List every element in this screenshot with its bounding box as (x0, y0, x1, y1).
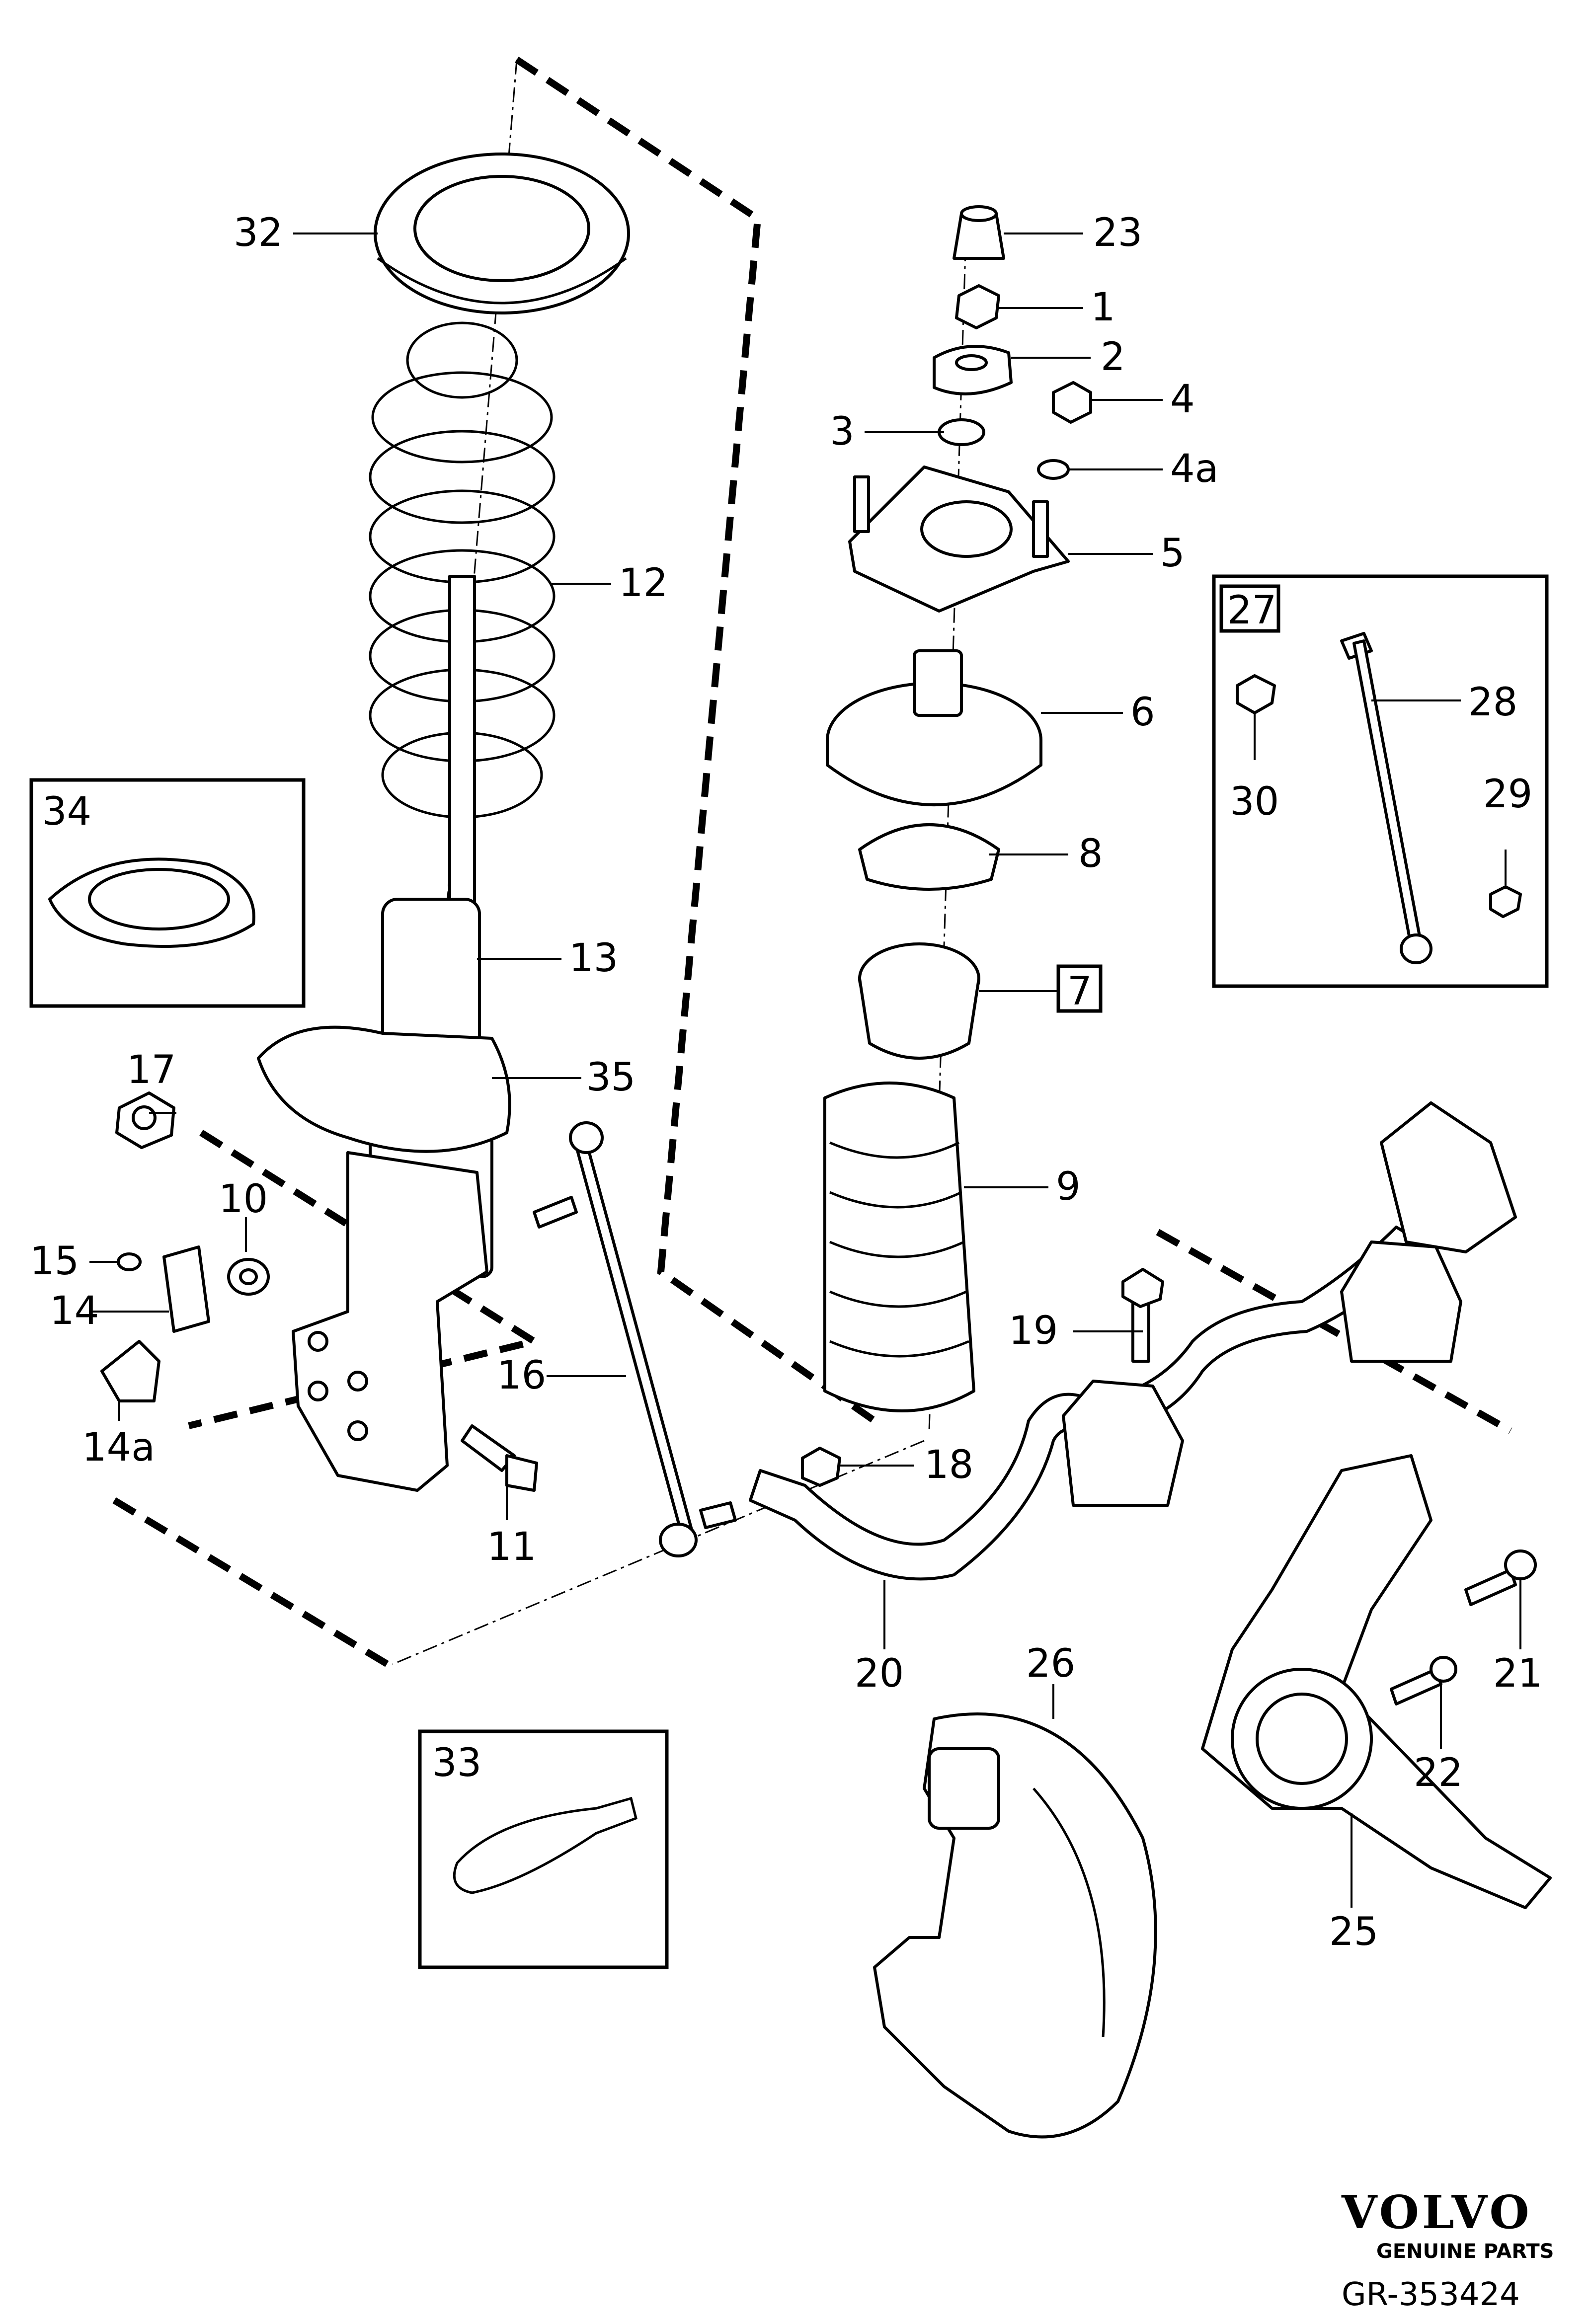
callout-14: 14 (50, 1289, 99, 1333)
bolt-19 (1121, 1268, 1164, 1363)
callout-35: 35 (586, 1055, 636, 1100)
callout-5: 5 (1160, 531, 1185, 576)
nut-17 (115, 1091, 175, 1149)
callout-23: 23 (1093, 211, 1142, 255)
callout-19: 19 (1009, 1309, 1058, 1353)
callout-16: 16 (497, 1353, 546, 1398)
brand-name: VOLVO (1341, 2185, 1532, 2239)
callout-12: 12 (619, 561, 668, 606)
callout-26: 26 (1026, 1641, 1075, 1686)
callout-10: 10 (219, 1177, 268, 1222)
callout-13: 13 (569, 936, 618, 981)
callout-6: 6 (1130, 690, 1155, 735)
bushing-10 (227, 1258, 270, 1296)
nut-1 (955, 284, 1000, 329)
leader-lines (89, 232, 1521, 1908)
callout-33: 33 (432, 1741, 481, 1785)
callout-27-box (1219, 584, 1280, 633)
callout-21: 21 (1493, 1651, 1542, 1696)
steering-knuckle (1201, 1454, 1552, 1909)
dust-boot-9 (823, 1082, 975, 1412)
callout-4: 4 (1170, 377, 1195, 422)
callout-4a: 4a (1170, 447, 1218, 491)
inset-27 (1212, 574, 1549, 988)
callout-1: 1 (1091, 285, 1115, 330)
upper-spring-seat (374, 153, 630, 314)
callout-32: 32 (234, 211, 283, 255)
bolt-22 (1390, 1656, 1457, 1705)
bolt-21 (1464, 1549, 1537, 1606)
bar-bracket-right (1340, 1240, 1462, 1363)
callout-22: 22 (1414, 1751, 1463, 1795)
nut-4 (1052, 381, 1092, 424)
callout-labels: 32 23 1 2 3 4 4a 5 6 8 7 9 12 13 35 17 1… (30, 211, 1542, 1954)
inset-33 (418, 1729, 669, 1969)
callout-30: 30 (1230, 779, 1279, 824)
seat-8 (858, 823, 1000, 891)
callout-15: 15 (30, 1239, 79, 1284)
strut-mount-5 (848, 465, 1070, 613)
callout-3: 3 (830, 409, 855, 454)
callout-18: 18 (924, 1443, 973, 1487)
callout-25: 25 (1329, 1910, 1378, 1954)
callout-7-box (1056, 964, 1103, 1013)
callout-17: 17 (127, 1048, 176, 1092)
callout-28: 28 (1468, 680, 1517, 725)
callout-9: 9 (1056, 1164, 1081, 1209)
bolt-11 (461, 1424, 538, 1492)
callout-27: 27 (1227, 588, 1276, 633)
bearing-6 (826, 649, 1042, 806)
strut-knuckle-mount (292, 1151, 488, 1492)
diagram-reference: GR-353424 (1342, 2276, 1520, 2313)
bump-stop-7 (858, 942, 980, 1060)
callout-8: 8 (1078, 832, 1103, 876)
brand-subtitle: GENUINE PARTS (1376, 2240, 1554, 2263)
brake-splash-shield (873, 1712, 1157, 2139)
callout-29: 29 (1483, 772, 1532, 817)
clip-14a (100, 1340, 160, 1402)
brand-block: VOLVO GENUINE PARTS GR-353424 (1341, 2185, 1554, 2313)
washer-4a (1037, 459, 1070, 480)
cap-23 (953, 205, 1005, 260)
callout-14a: 14a (82, 1425, 155, 1470)
callout-34: 34 (42, 789, 91, 834)
washer-2 (933, 345, 1013, 395)
stabilizer-link (533, 1121, 737, 1557)
bracket-14 (162, 1245, 210, 1333)
screw-15 (117, 1252, 142, 1271)
lower-spring-seat (257, 1025, 511, 1153)
bar-bracket-left (1062, 1380, 1184, 1507)
plate-3 (938, 418, 985, 446)
callout-20: 20 (855, 1651, 904, 1696)
callout-2: 2 (1101, 335, 1125, 380)
callout-11: 11 (487, 1525, 536, 1569)
inset-34 (29, 778, 306, 1008)
nut-18 (801, 1447, 841, 1487)
callout-7: 7 (1067, 969, 1092, 1014)
